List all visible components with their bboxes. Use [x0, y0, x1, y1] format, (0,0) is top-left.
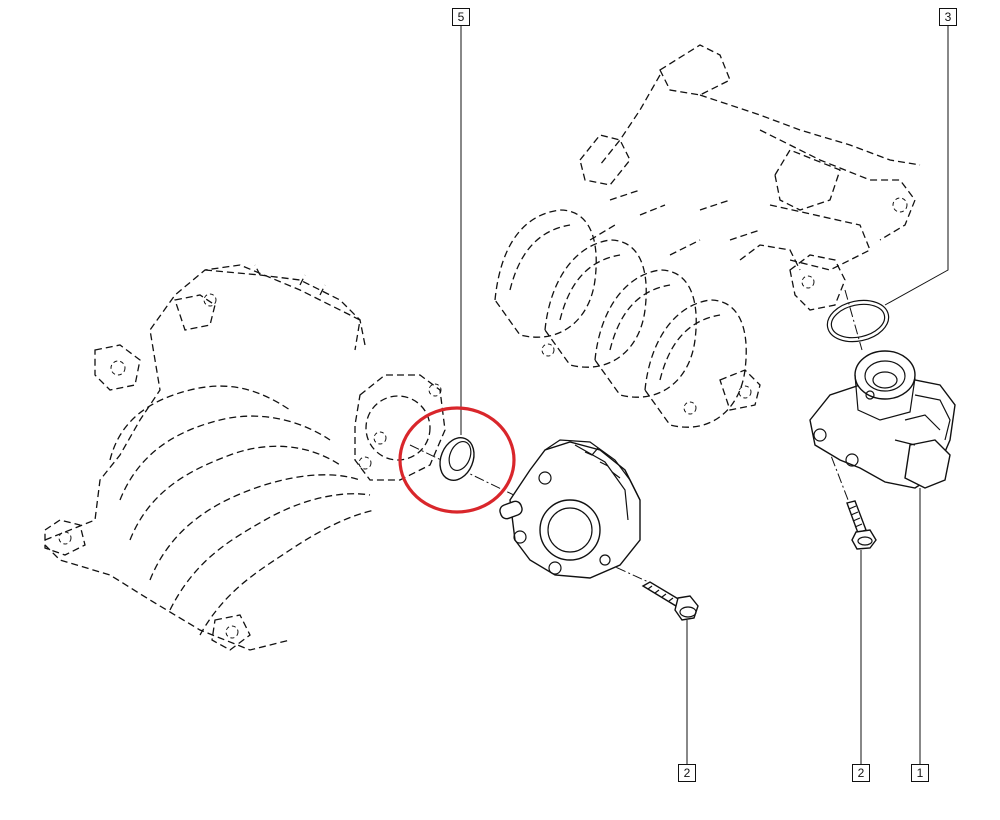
throttle-body-left [499, 439, 641, 579]
highlight-circle [398, 406, 516, 514]
o-ring-3 [826, 299, 890, 343]
leader-lines [460, 25, 949, 764]
callout-5: 5 [452, 8, 470, 26]
seal-ring-5 [439, 437, 475, 481]
callout-2-right: 2 [852, 764, 870, 782]
throttle-body-right-1 [809, 350, 956, 489]
callout-1: 1 [911, 764, 929, 782]
left-intake-manifold [44, 264, 446, 651]
callout-2-left: 2 [678, 764, 696, 782]
right-intake-manifold [494, 44, 921, 428]
bolt-2-left [641, 581, 699, 621]
bolt-2-right [846, 500, 877, 550]
callout-3: 3 [939, 8, 957, 26]
